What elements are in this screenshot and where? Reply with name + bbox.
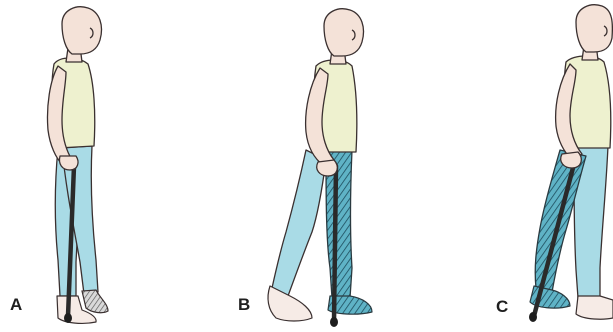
panel-label-c: C — [496, 298, 508, 315]
figure-a — [47, 7, 108, 324]
figure-a-hand — [59, 156, 78, 170]
figure-b-cane — [334, 166, 336, 322]
figure-a-head — [62, 7, 102, 54]
figure-b-head — [324, 9, 364, 56]
figure-c-rear-foot — [576, 296, 613, 319]
panel-label-b: B — [238, 296, 250, 313]
figure-c — [529, 5, 613, 322]
figure-c-hand — [561, 152, 582, 168]
figure-a-right-foot — [82, 290, 108, 313]
figure-b — [268, 9, 372, 327]
panel-label-a: A — [10, 296, 22, 313]
figure-b-hand — [317, 160, 338, 176]
